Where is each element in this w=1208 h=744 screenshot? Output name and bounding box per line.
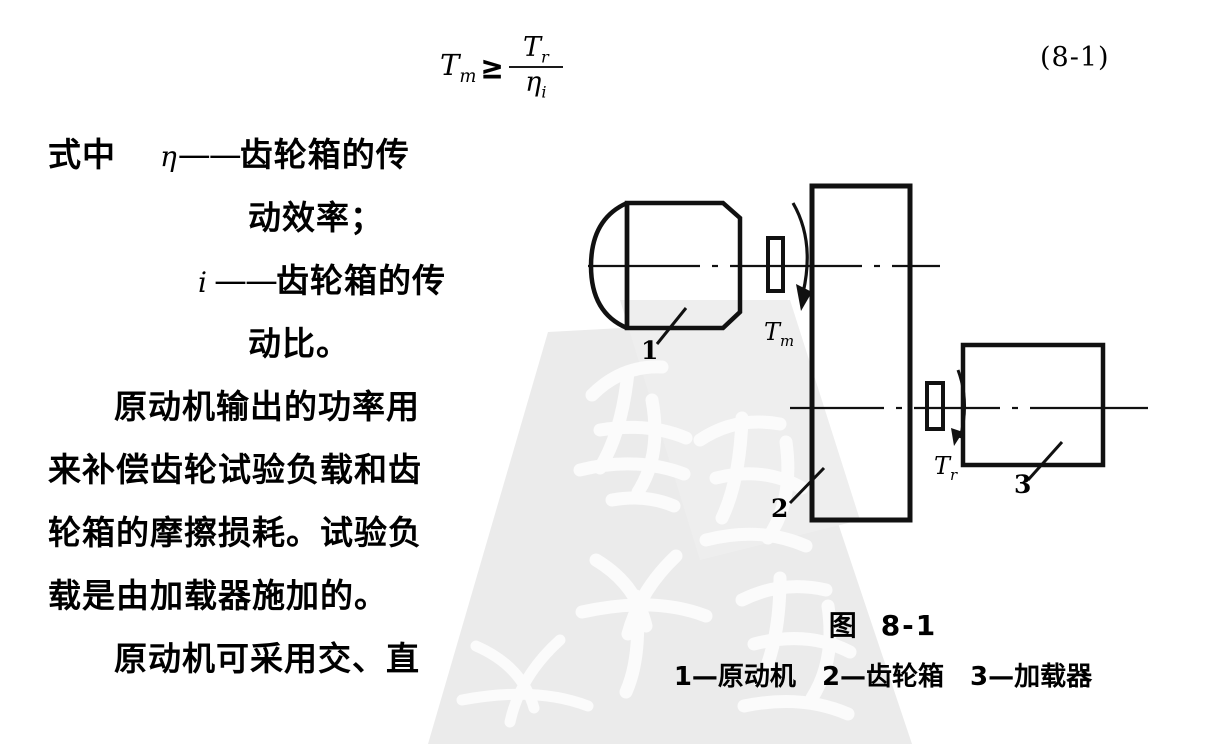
dash-eta: —— bbox=[177, 135, 242, 174]
where-label: 式中 bbox=[48, 135, 116, 174]
symbol-i: i bbox=[198, 266, 208, 299]
legend-key-2: 2— bbox=[821, 662, 867, 692]
paragraph1-line3: 轮箱的摩擦损耗。试验负 bbox=[48, 513, 422, 552]
torque-label-Tm: Tm bbox=[764, 318, 795, 350]
equation-number: (8-1) bbox=[1040, 42, 1110, 73]
figure-caption-block: 图 8-1 1—原动机 2—齿轮箱 3—加载器 bbox=[560, 604, 1206, 693]
symbol-eta: η bbox=[160, 140, 178, 173]
leader-line-3 bbox=[1026, 440, 1064, 482]
text-line-where-i: i——齿轮箱的传 bbox=[48, 254, 548, 317]
definition-eta-part1: 齿轮箱的传 bbox=[239, 135, 410, 174]
legend-name-1: 原动机 bbox=[717, 662, 796, 692]
figure-caption-title: 图 8-1 bbox=[560, 604, 1206, 644]
legend-key-3: 3— bbox=[970, 662, 1015, 692]
equation-fraction: Tr ηi bbox=[508, 31, 563, 102]
callout-number-2: 2 bbox=[771, 494, 789, 523]
leader-line-2 bbox=[788, 466, 826, 505]
callout-number-3: 3 bbox=[1014, 470, 1032, 499]
equation-8-1: Tm ≥ Tr ηi bbox=[440, 22, 720, 112]
text-line-where-i-cont: 动比。 bbox=[48, 317, 548, 380]
coupling-output bbox=[925, 381, 945, 431]
torque-arrowhead-output bbox=[951, 428, 963, 446]
dash-i: —— bbox=[213, 261, 278, 300]
legend-name-3: 加载器 bbox=[1014, 662, 1093, 692]
loader-body bbox=[960, 342, 1106, 468]
legend-item-2: 2—齿轮箱 bbox=[822, 656, 944, 693]
fraction-numerator: Tr bbox=[522, 31, 549, 66]
paragraph1-line2: 来补偿齿轮试验负载和齿 bbox=[48, 450, 422, 489]
definition-i-part1: 齿轮箱的传 bbox=[275, 261, 446, 300]
torque-arrow-input bbox=[791, 202, 809, 294]
paragraph1-line1: 原动机输出的功率用 bbox=[114, 387, 420, 426]
coupling-input bbox=[766, 236, 785, 293]
fraction-denominator: ηi bbox=[525, 67, 547, 102]
equation-left-side: Tm bbox=[440, 47, 477, 87]
gearbox-body bbox=[809, 183, 913, 523]
paragraph1-line4: 载是由加载器施加的。 bbox=[48, 576, 388, 615]
definition-i-part2: 动比。 bbox=[248, 324, 350, 363]
legend-item-3: 3—加载器 bbox=[970, 656, 1092, 693]
figure-word: 图 bbox=[828, 609, 859, 642]
greater-or-equal-symbol: ≥ bbox=[480, 48, 504, 86]
fraction-bar bbox=[508, 66, 563, 68]
legend-key-1: 1— bbox=[673, 662, 718, 692]
legend-name-2: 齿轮箱 bbox=[866, 662, 945, 692]
definition-eta-part2: 动效率； bbox=[248, 198, 384, 237]
text-line-where-eta: 式中 η——齿轮箱的传 bbox=[48, 128, 548, 191]
figure-legend: 1—原动机 2—齿轮箱 3—加载器 bbox=[560, 656, 1206, 693]
torque-label-Tr: Tr bbox=[934, 452, 958, 484]
legend-item-1: 1—原动机 bbox=[674, 656, 796, 693]
text-line-where-eta-cont: 动效率； bbox=[48, 191, 548, 254]
paragraph2-line1: 原动机可采用交、直 bbox=[114, 639, 420, 678]
callout-number-1: 1 bbox=[641, 336, 659, 365]
figure-number: 8-1 bbox=[880, 609, 938, 642]
